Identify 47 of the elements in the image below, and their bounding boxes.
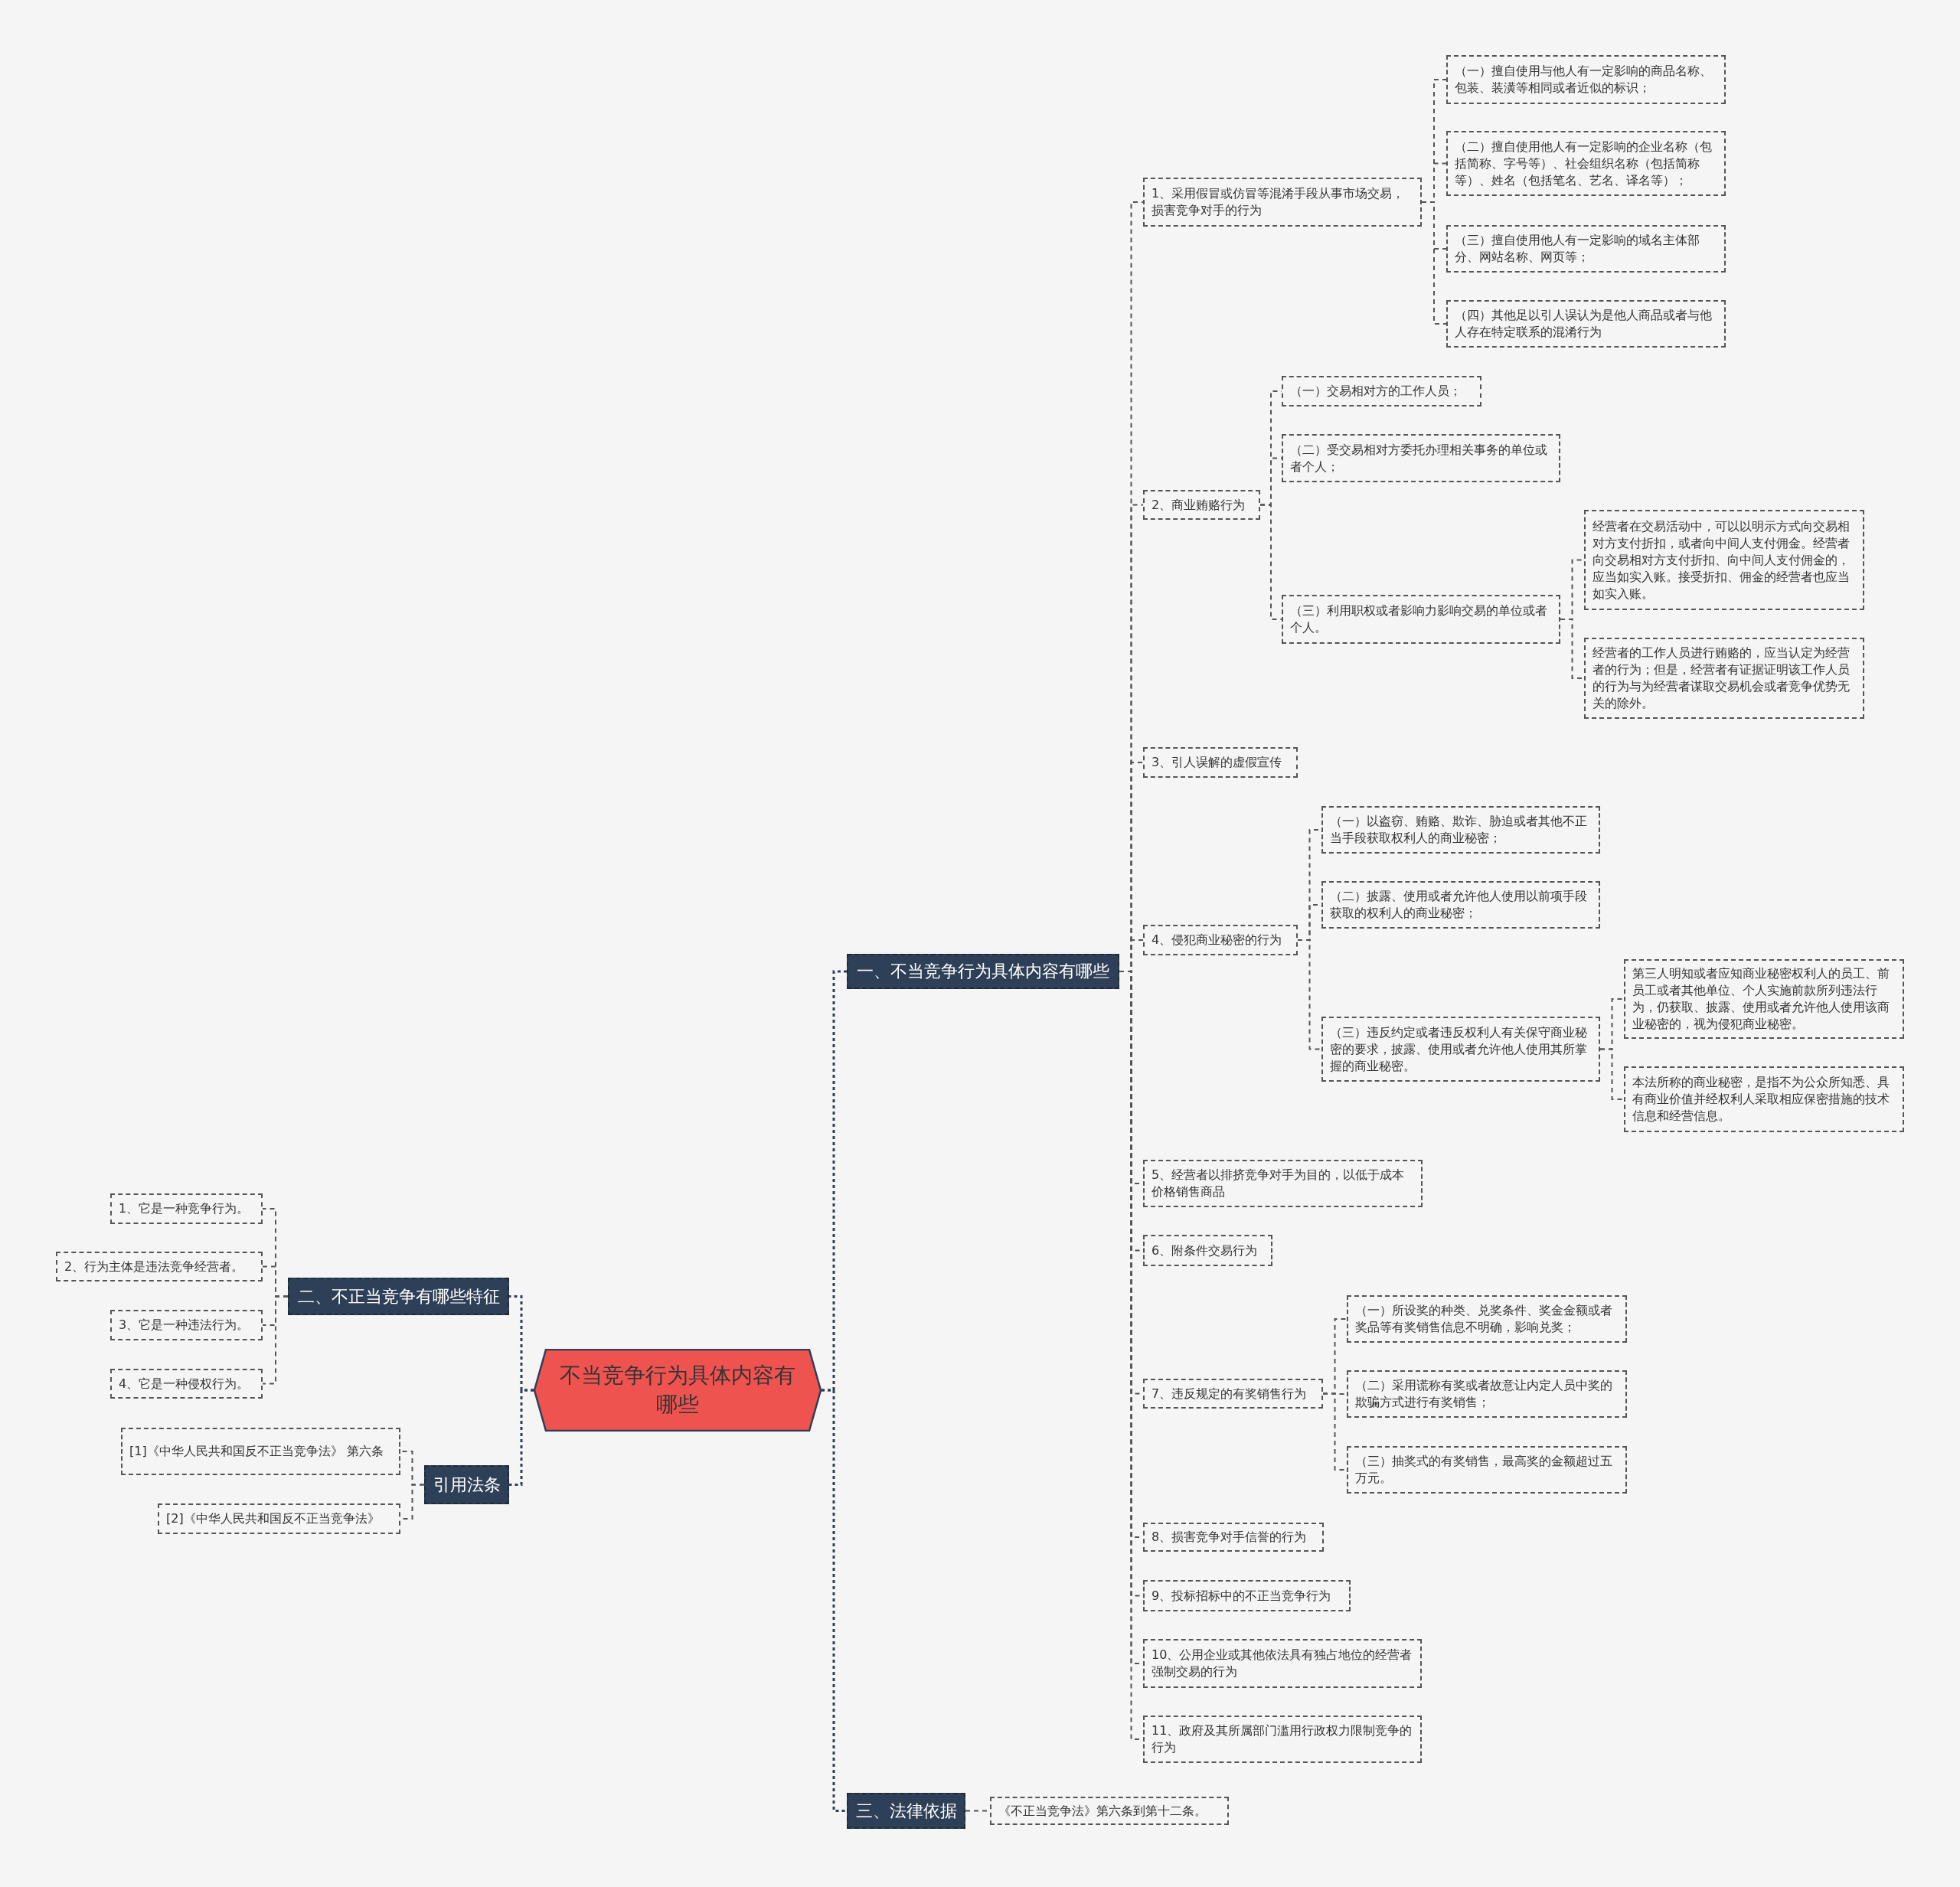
text-box: （三）抽奖式的有奖销售，最高奖的金额超过五万元。 xyxy=(1347,1446,1627,1494)
connector-line xyxy=(1259,504,1282,620)
topic-box: 引用法条 xyxy=(424,1465,509,1504)
text-box: 1、它是一种竞争行为。 xyxy=(110,1193,263,1224)
text-box: （四）其他足以引人误认为是他人商品或者与他人存在特定联系的混淆行为 xyxy=(1446,300,1726,348)
text-box: 9、投标招标中的不正当竞争行为 xyxy=(1143,1580,1351,1611)
text-box: 7、违反规定的有奖销售行为 xyxy=(1143,1379,1323,1409)
text-box: 8、损害竞争对手信誉的行为 xyxy=(1143,1523,1324,1552)
text-box: 经营者的工作人员进行贿赂的，应当认定为经营者的行为；但是，经营者有证据证明该工作人员的行为与为经营者谋取交易机会或者竞争优势无关的除外。 xyxy=(1584,638,1864,719)
text-box: 1、采用假冒或仿冒等混淆手段从事市场交易，损害竞争对手的行为 xyxy=(1143,178,1422,227)
text-box: （三）违反约定或者违反权利人有关保守商业秘密的要求，披露、使用或者允许他人使用其所掌握的商业秘密。 xyxy=(1321,1017,1600,1082)
connector-line xyxy=(1421,201,1447,325)
text-box: （一）以盗窃、贿赂、欺诈、胁迫或者其他不正当手段获取权利人的商业秘密； xyxy=(1321,806,1600,854)
text-box: 5、经营者以排挤竞争对手为目的，以低于成本价格销售商品 xyxy=(1143,1160,1423,1207)
central-topic-hexagon: 不当竞争行为具体内容有哪些 xyxy=(534,1349,822,1432)
text-box: 2、行为主体是违法竞争经营者。 xyxy=(56,1252,263,1281)
text-box: [1]《中华人民共和国反不正当竞争法》 第六条 xyxy=(121,1428,400,1475)
text-box: （三）利用职权或者影响力影响交易的单位或者个人。 xyxy=(1282,595,1560,644)
text-box: （二）受交易相对方委托办理相关事务的单位或者个人； xyxy=(1282,434,1560,482)
text-box: 4、它是一种侵权行为。 xyxy=(110,1369,263,1399)
text-box: （三）擅自使用他人有一定影响的域名主体部分、网站名称、网页等； xyxy=(1446,225,1726,273)
text-box: 3、它是一种违法行为。 xyxy=(110,1310,263,1340)
text-box: 第三人明知或者应知商业秘密权利人的员工、前员工或者其他单位、个人实施前款所列违法行为，仍获取、披露、使用或者允许他人使用该商业秘密的，视为侵犯商业秘密。 xyxy=(1624,959,1904,1039)
text-box: 2、商业贿赂行为 xyxy=(1143,490,1260,520)
text-box: （二）采用谎称有奖或者故意让内定人员中奖的欺骗方式进行有奖销售； xyxy=(1347,1370,1627,1418)
text-box: 4、侵犯商业秘密的行为 xyxy=(1143,925,1298,955)
topic-box: 一、不当竞争行为具体内容有哪些 xyxy=(847,954,1119,989)
text-box: 10、公用企业或其他依法具有独占地位的经营者强制交易的行为 xyxy=(1143,1639,1422,1688)
connector-line xyxy=(1599,1048,1625,1100)
text-box: 《不正当竞争法》第六条到第十二条。 xyxy=(990,1797,1229,1825)
text-box: 11、政府及其所属部门滥用行政权力限制竞争的行为 xyxy=(1143,1716,1422,1763)
text-box: （一）交易相对方的工作人员； xyxy=(1282,376,1481,406)
text-box: （一）擅自使用与他人有一定影响的商品名称、包装、装潢等相同或者近似的标识； xyxy=(1446,55,1726,104)
topic-box: 二、不正当竞争有哪些特征 xyxy=(288,1278,509,1315)
text-box: [2]《中华人民共和国反不正当竞争法》 xyxy=(158,1503,400,1534)
text-box: （二）擅自使用他人有一定影响的企业名称（包括简称、字号等）、社会组织名称（包括简称等）、姓名（包括笔名、艺名、译名等）； xyxy=(1446,131,1726,196)
text-box: （一）所设奖的种类、兑奖条件、奖金金额或者奖品等有奖销售信息不明确，影响兑奖； xyxy=(1347,1295,1627,1343)
text-box: 经营者在交易活动中，可以以明示方式向交易相对方支付折扣，或者向中间人支付佣金。经营者向交易相对方支付折扣、向中间人支付佣金的，应当如实入账。接受折扣、佣金的经营者也应当如实入账。 xyxy=(1584,510,1864,610)
connector-line xyxy=(262,1295,289,1385)
text-box: （二）披露、使用或者允许他人使用以前项手段获取的权利人的商业秘密； xyxy=(1321,881,1600,929)
topic-box: 三、法律依据 xyxy=(847,1793,965,1829)
text-box: 3、引人误解的虚假宣传 xyxy=(1143,747,1298,778)
text-box: 6、附条件交易行为 xyxy=(1143,1235,1272,1266)
connector-line xyxy=(1297,939,1322,1050)
connector-line xyxy=(822,1389,847,1812)
text-box: 本法所称的商业秘密，是指不为公众所知悉、具有商业价值并经权利人采取相应保密措施的技术信息和经营信息。 xyxy=(1624,1066,1904,1132)
connector-line xyxy=(509,1389,534,1486)
